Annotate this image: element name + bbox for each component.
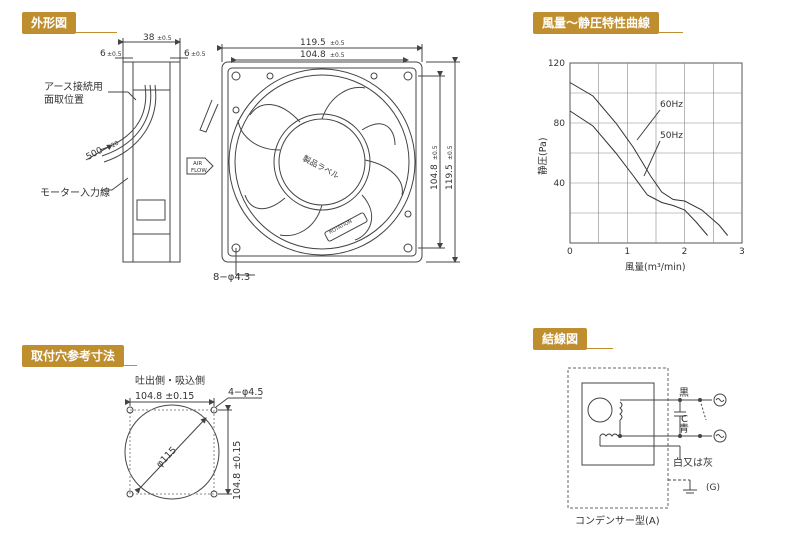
chart-grid [570,63,742,243]
dim-side-right-tol: ±0.5 [191,51,206,58]
wiring-diagram [567,367,727,509]
y-tick-label: 40 [554,179,566,189]
section-outline-rule [22,32,117,33]
section-mounting-rule [22,365,137,366]
mounting-side-label: 吐出側・吸込側 [135,374,205,387]
wire-black: 黒 [679,387,689,399]
product-label: 製品ラベル [301,153,341,181]
chart: 0 1 2 3 40 80 120 風量(m³/min) 静圧(Pa) 60Hz 50Hz [537,59,745,273]
dim-outer-height: 119.5 [445,164,455,190]
dim-side-right: 6 [184,49,190,59]
wire-blue: 青 [679,422,689,435]
series-label-60hz: 60Hz [660,100,683,110]
wiring-nodes [618,398,702,438]
x-tick-label: 0 [567,247,573,257]
chart-xlabel: 風量(m³/min) [625,262,686,273]
svg-text:FLOW: FLOW [191,168,207,174]
cable-length: 500 [85,146,105,163]
dim-outer-height-tol: ±0.5 [447,145,454,160]
chart-series [569,82,729,236]
mounting-hole-label: 4−φ4.5 [228,387,263,398]
fan-front-view [199,44,460,276]
capacitor-type: コンデンサー型(A) [575,514,660,527]
mounting-diagram [124,397,262,500]
dim-outer-width-tol: ±0.5 [330,40,345,47]
dim-outer-width: 119.5 [300,38,326,48]
chart-ticks: 0 1 2 3 40 80 120 [548,59,745,257]
section-wiring-rule [533,348,613,349]
section-outline-header: 外形図 [22,12,77,34]
cable-tol: +20 [106,140,121,152]
x-tick-label: 3 [739,247,745,257]
mounting-diameter: φ115 [154,445,179,470]
section-characteristics-header: 風量～静圧特性曲線 [533,12,660,34]
ground-label-2: 面取位置 [44,93,84,106]
dim-inner-height-tol: ±0.5 [432,145,439,160]
dim-side-left-tol: ±0.5 [107,51,122,58]
dim-inner-width: 104.8 [300,50,326,60]
series-line-60hz [569,82,729,236]
wire-ground: (G) [706,483,720,493]
chart-ylabel: 静圧(Pa) [537,137,549,175]
dim-inner-height: 104.8 [430,164,440,190]
series-label-50hz: 50Hz [660,131,683,141]
hole-label: 8−φ4.3 [213,272,250,283]
motor-label: モーター入力線 [40,186,110,199]
section-mounting-header: 取付穴参考寸法 [22,345,125,367]
ground-label-1: アース接続用 [44,80,103,93]
x-tick-label: 1 [624,247,630,257]
y-tick-label: 120 [548,59,565,69]
svg-text:AIR: AIR [193,161,202,167]
wire-cap: C [681,414,688,425]
fan-side-view [85,38,188,263]
airflow-arrow: AIR FLOW [186,157,214,175]
dim-inner-width-tol: ±0.5 [330,52,345,59]
wire-note: 白又は灰 [673,456,713,469]
y-tick-label: 80 [554,119,566,129]
mounting-dim-h: 104.8 ±0.15 [135,391,194,402]
x-tick-label: 2 [682,247,688,257]
mounting-dim-v: 104.8 ±0.15 [232,441,243,500]
dim-side-left: 6 [100,49,106,59]
dim-depth-tol: ±0.5 [157,35,172,42]
section-characteristics-rule [533,32,683,33]
series-line-50hz [569,110,708,236]
dim-depth: 38 [143,33,155,43]
rotation-label: ROTATION [328,218,353,235]
section-wiring-header: 結線図 [533,328,588,350]
